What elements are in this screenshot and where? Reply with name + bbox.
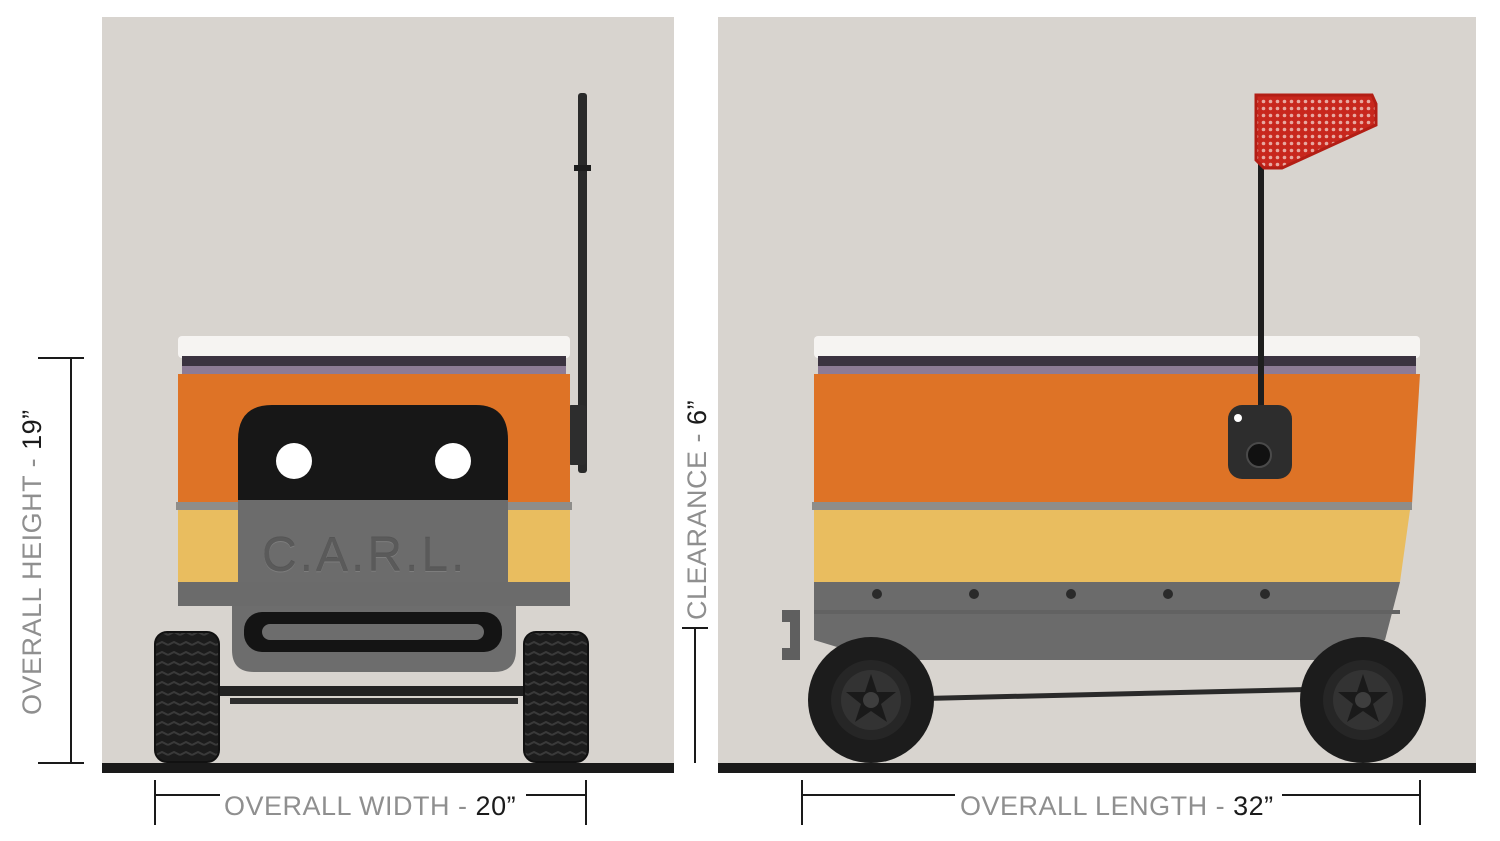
length-dimension-line	[801, 780, 1421, 825]
front-badge-text: C.A.R.L.	[262, 529, 468, 582]
length-separator: -	[1207, 791, 1234, 821]
length-label: OVERALL LENGTH	[960, 791, 1208, 821]
clearance-label: CLEARANCE	[682, 450, 712, 620]
side-view-robot	[778, 93, 1426, 763]
clearance-value: 6”	[682, 399, 712, 425]
side-ground-line	[718, 763, 1476, 773]
front-antenna	[578, 93, 587, 473]
front-left-wheel	[155, 632, 219, 762]
clearance-dimension-text: CLEARANCE - 6”	[682, 400, 713, 620]
height-dimension-text: OVERALL HEIGHT - 19”	[17, 409, 48, 715]
clearance-dimension-line	[682, 627, 708, 763]
side-front-wheel	[1300, 637, 1426, 763]
front-lid	[178, 336, 570, 358]
width-separator: -	[450, 791, 476, 821]
front-face-screen	[238, 405, 508, 500]
right-eye	[435, 443, 471, 479]
side-yellow-band	[814, 510, 1410, 582]
side-flag-mount	[1228, 405, 1292, 479]
side-lid	[814, 336, 1420, 358]
front-chassis	[178, 582, 570, 606]
side-flag-pole	[1258, 100, 1264, 430]
width-dimension-text: OVERALL WIDTH - 20”	[224, 791, 516, 822]
left-eye	[276, 443, 312, 479]
height-separator: -	[17, 449, 47, 476]
front-view-robot	[154, 93, 591, 763]
height-value: 19”	[17, 409, 47, 450]
length-dimension-text: OVERALL LENGTH - 32”	[960, 791, 1274, 822]
width-dimension-line	[154, 780, 587, 825]
front-ground-line	[102, 763, 674, 773]
side-rear-wheel	[808, 637, 934, 763]
side-orange-band	[814, 374, 1420, 504]
width-value: 20”	[475, 791, 517, 821]
clearance-separator: -	[682, 424, 712, 451]
side-chassis	[814, 582, 1400, 660]
length-value: 32”	[1233, 791, 1274, 821]
front-right-wheel	[524, 632, 588, 762]
width-label: OVERALL WIDTH	[224, 791, 451, 821]
height-dimension-line	[38, 357, 84, 764]
side-flag	[1254, 93, 1378, 170]
front-badge-plate	[238, 500, 508, 584]
height-label: OVERALL HEIGHT	[17, 475, 47, 715]
